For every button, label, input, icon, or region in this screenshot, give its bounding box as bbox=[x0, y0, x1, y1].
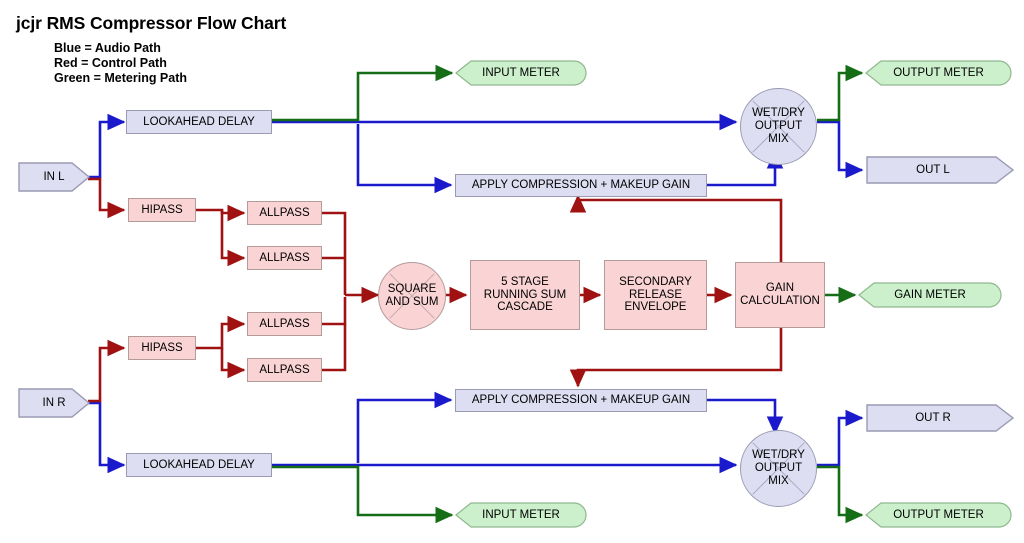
pentagon-shape bbox=[866, 156, 1014, 184]
wire-mix-outputmeter-r bbox=[817, 465, 864, 524]
node-allpass-3[interactable]: ALLPASS bbox=[247, 312, 322, 336]
wire-hipass-allpass2 bbox=[220, 210, 246, 267]
stadium-shape bbox=[455, 60, 587, 86]
node-lookahead-delay-l[interactable]: LOOKAHEAD DELAY bbox=[126, 110, 272, 134]
node-square-and-sum[interactable]: SQUARE AND SUM bbox=[378, 262, 446, 330]
node-gain-calculation[interactable]: GAIN CALCULATION bbox=[735, 262, 825, 328]
wire-inr-hipass bbox=[88, 339, 126, 403]
node-label: WET/DRY OUTPUT MIX bbox=[752, 449, 805, 487]
wire-inr-lookahead bbox=[88, 401, 126, 474]
node-hipass-l[interactable]: HIPASS bbox=[128, 198, 196, 222]
legend-item-control: Red = Control Path bbox=[54, 56, 167, 70]
page-title: jcjr RMS Compressor Flow Chart bbox=[16, 13, 287, 33]
stadium-shape bbox=[455, 502, 587, 528]
wire-allpass4-bus bbox=[322, 324, 347, 372]
wire-mix-outr bbox=[817, 409, 864, 467]
wire-applycomp-mix-r bbox=[707, 398, 784, 435]
wire-mix-outl bbox=[817, 120, 864, 179]
node-running-sum-cascade[interactable]: 5 STAGE RUNNING SUM CASCADE bbox=[470, 260, 580, 330]
wire-inl-hipass bbox=[88, 177, 126, 219]
node-label: WET/DRY OUTPUT MIX bbox=[752, 107, 805, 145]
node-label: IN R bbox=[42, 397, 66, 409]
pentagon-shape bbox=[866, 404, 1014, 432]
pentagon-shape bbox=[18, 388, 90, 418]
pentagon-shape bbox=[18, 162, 90, 192]
node-output-meter-l[interactable]: OUTPUT METER bbox=[865, 60, 1012, 86]
wire-lookahead-applycomp-l bbox=[356, 124, 453, 194]
wire-allpass1-bus bbox=[322, 211, 347, 295]
node-output-meter-r[interactable]: OUTPUT METER bbox=[865, 502, 1012, 528]
node-label: OUT L bbox=[916, 164, 950, 176]
stadium-shape bbox=[865, 60, 1012, 86]
wire-lookahead-inputmeter-l bbox=[272, 64, 454, 122]
node-allpass-1[interactable]: ALLPASS bbox=[247, 201, 322, 225]
node-in-r[interactable]: IN R bbox=[18, 388, 90, 418]
wire-gaincalc-applycomp-r bbox=[569, 328, 783, 388]
wire-hipass-allpass3 bbox=[196, 315, 246, 350]
wire-lookahead-inputmeter-r bbox=[272, 465, 454, 524]
stadium-shape bbox=[858, 282, 1002, 308]
node-apply-compression-r[interactable]: APPLY COMPRESSION + MAKEUP GAIN bbox=[455, 389, 707, 412]
node-label: SQUARE AND SUM bbox=[385, 283, 439, 308]
node-input-meter-l[interactable]: INPUT METER bbox=[455, 60, 587, 86]
node-label: GAIN METER bbox=[894, 289, 966, 301]
wire-gaincalc-applycomp-l bbox=[569, 194, 783, 262]
node-wet-dry-output-mix-l[interactable]: WET/DRY OUTPUT MIX bbox=[740, 88, 817, 165]
node-label: OUTPUT METER bbox=[893, 67, 984, 79]
node-hipass-r[interactable]: HIPASS bbox=[128, 336, 196, 360]
node-allpass-2[interactable]: ALLPASS bbox=[247, 246, 322, 270]
legend-item-audio: Blue = Audio Path bbox=[54, 41, 161, 55]
node-label: INPUT METER bbox=[482, 67, 560, 79]
node-secondary-release-envelope[interactable]: SECONDARY RELEASE ENVELOPE bbox=[604, 260, 707, 330]
wire-mix-outputmeter-l bbox=[817, 64, 864, 122]
node-out-l[interactable]: OUT L bbox=[866, 156, 1014, 184]
node-in-l[interactable]: IN L bbox=[18, 162, 90, 192]
node-label: IN L bbox=[43, 171, 65, 183]
node-out-r[interactable]: OUT R bbox=[866, 404, 1014, 432]
node-allpass-4[interactable]: ALLPASS bbox=[247, 358, 322, 382]
node-input-meter-r[interactable]: INPUT METER bbox=[455, 502, 587, 528]
wire-inl-lookahead bbox=[88, 113, 126, 179]
node-label: OUTPUT METER bbox=[893, 509, 984, 521]
stadium-shape bbox=[865, 502, 1012, 528]
wire-hipass-allpass4 bbox=[220, 348, 246, 379]
node-apply-compression-l[interactable]: APPLY COMPRESSION + MAKEUP GAIN bbox=[455, 174, 707, 197]
node-wet-dry-output-mix-r[interactable]: WET/DRY OUTPUT MIX bbox=[740, 430, 817, 507]
node-label: OUT R bbox=[915, 412, 951, 424]
node-lookahead-delay-r[interactable]: LOOKAHEAD DELAY bbox=[126, 453, 272, 477]
node-label: INPUT METER bbox=[482, 509, 560, 521]
wire-lookahead-applycomp-r bbox=[356, 391, 453, 463]
wire-hipass-allpass1 bbox=[196, 204, 246, 222]
node-gain-meter[interactable]: GAIN METER bbox=[858, 282, 1002, 308]
legend-item-metering: Green = Metering Path bbox=[54, 71, 188, 85]
wire-allpass3-bus bbox=[322, 297, 347, 326]
